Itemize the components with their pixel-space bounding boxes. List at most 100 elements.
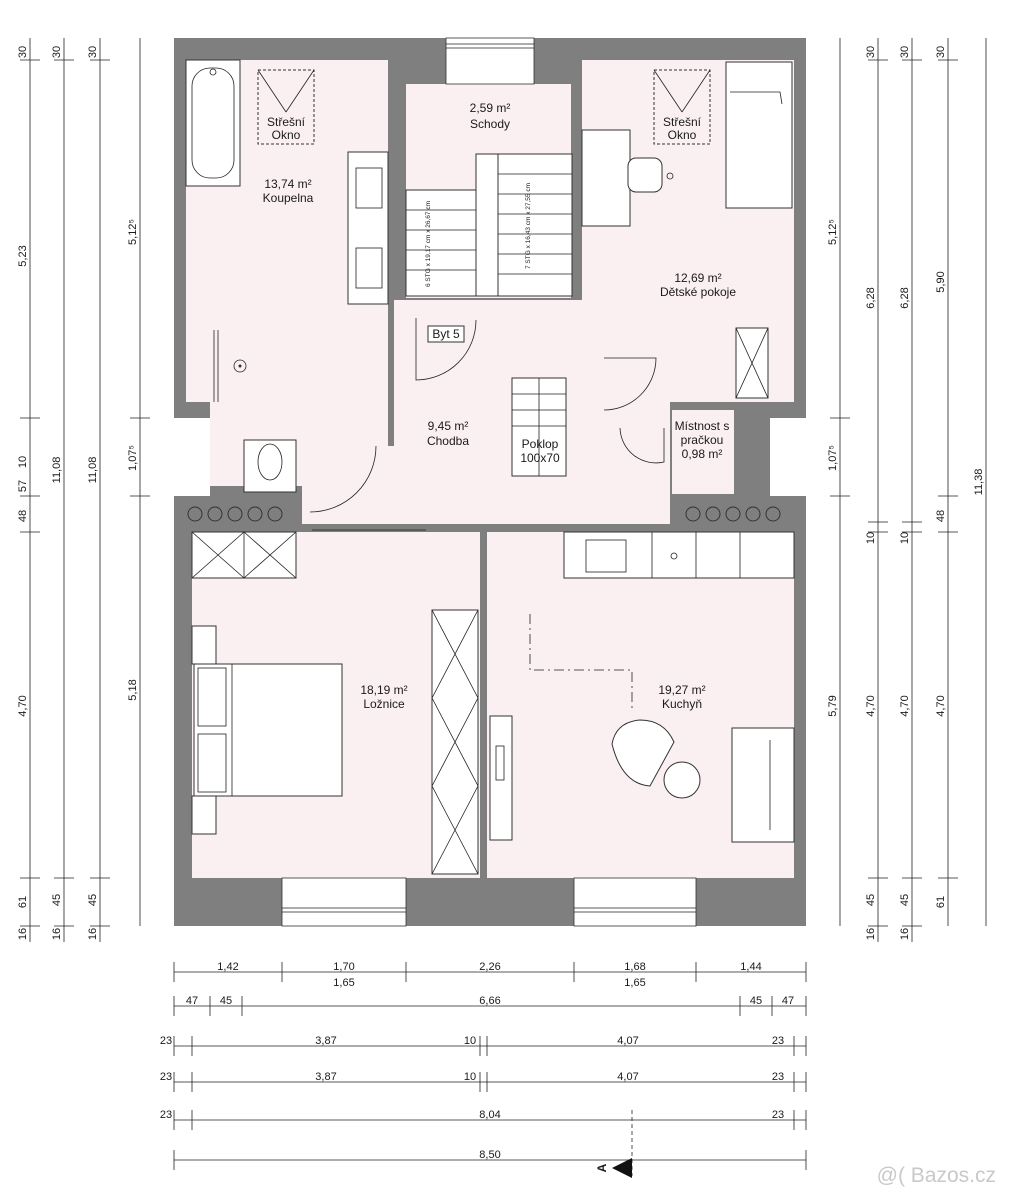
- db-r2-1: 45: [220, 995, 232, 1007]
- desk-chair: [627, 157, 663, 193]
- door-byt: [415, 318, 477, 381]
- dr-c2-1: 6,28: [865, 287, 877, 308]
- dl-c2-2: 45: [51, 894, 63, 906]
- name-detske: Dětské pokoje: [660, 285, 736, 299]
- db-r1-3: 1,68: [624, 961, 645, 973]
- area-schody: 2,59 m²: [470, 101, 511, 115]
- unit-label-box: [427, 325, 465, 343]
- dl-c3-1: 11,08: [87, 457, 99, 484]
- dr-c1-2: 5,79: [827, 695, 839, 716]
- kitchen-counter: [563, 531, 795, 579]
- floor-pracka: [672, 410, 734, 494]
- dl-c3-3: 16: [87, 928, 99, 940]
- armchair: [611, 719, 675, 787]
- dr-c2-3: 4,70: [865, 695, 877, 716]
- roof-window-2: [653, 69, 711, 145]
- dl-c1-5: 4,70: [17, 695, 29, 716]
- db-r2-2: 6,66: [479, 995, 500, 1007]
- dr-c1-1: 1,07⁵: [827, 445, 839, 471]
- double-bed: [193, 663, 343, 797]
- dr-c2-0: 30: [865, 46, 877, 58]
- toilet: [243, 439, 297, 493]
- dr-c3-3: 4,70: [899, 695, 911, 716]
- label-roof-window-2a: Střešní: [663, 115, 702, 129]
- name-schody: Schody: [470, 117, 510, 131]
- dr-c3-2: 10: [899, 532, 911, 544]
- bathtub: [185, 59, 241, 187]
- dr-c3-1: 6,28: [899, 287, 911, 308]
- fixtures: [185, 59, 795, 875]
- db-r3-4: 23: [772, 1035, 784, 1047]
- stair-label-1: 6 STG x 19,17 cm x 26,67 cm: [425, 201, 432, 287]
- dr-c3-0: 30: [899, 46, 911, 58]
- area-loznice: 18,19 m²: [360, 683, 407, 697]
- door-detske: [603, 357, 657, 411]
- dl-c1-2: 57: [17, 480, 29, 492]
- desk: [581, 129, 631, 227]
- dr-c2-2: 10: [865, 532, 877, 544]
- unit-label: Byt 5: [432, 327, 460, 341]
- dl-c4-0: 5,12⁵: [127, 219, 139, 245]
- db-r1-0: 1,42: [217, 961, 238, 973]
- db-r3-3: 4,07: [617, 1035, 638, 1047]
- dl-c3-2: 45: [87, 894, 99, 906]
- area-detske: 12,69 m²: [674, 271, 721, 285]
- dl-c1-6: 61: [17, 896, 29, 908]
- dl-c2-1: 11,08: [51, 457, 63, 484]
- dl-c1-7: 16: [17, 928, 29, 940]
- db-r4-2: 10: [464, 1071, 476, 1083]
- name-loznice: Ložnice: [363, 697, 405, 711]
- radiators: [187, 506, 781, 522]
- label-roof-window-1a: Střešní: [267, 115, 306, 129]
- db-r1-4: 1,44: [740, 961, 761, 973]
- dl-c1-4: 48: [17, 510, 29, 522]
- dims-left: 30 5,23 57 10 48 4,70 61 16 30 11,08 45 …: [17, 38, 150, 942]
- db-r2-0: 47: [186, 995, 198, 1007]
- staircase: [405, 153, 573, 297]
- dr-c4-0: 30: [935, 46, 947, 58]
- name-koupelna: Koupelna: [263, 191, 314, 205]
- db-r5-0: 23: [160, 1109, 172, 1121]
- section-arrow-icon: A: [595, 1158, 632, 1178]
- dl-c1-3: 10: [17, 456, 29, 468]
- db-r4-3: 4,07: [617, 1071, 638, 1083]
- dr-c5-0: 11,38: [973, 469, 985, 496]
- db-r6-0: 8,50: [479, 1149, 500, 1161]
- door-koupelna: [309, 445, 377, 513]
- db-r1-2: 2,26: [479, 961, 500, 973]
- hatch-label-a: Poklop: [522, 437, 559, 451]
- area-koupelna: 13,74 m²: [264, 177, 311, 191]
- area-kuchyn: 19,27 m²: [658, 683, 705, 697]
- db-r1b-1: 1,65: [624, 977, 645, 989]
- dr-c1-0: 5,12⁵: [827, 219, 839, 245]
- pracka-line1: Místnost s: [675, 419, 730, 433]
- db-r4-0: 23: [160, 1071, 172, 1083]
- area-pracka: 0,98 m²: [682, 447, 723, 461]
- child-bed: [725, 61, 793, 209]
- dl-c1-0: 30: [17, 46, 29, 58]
- stair-label-2: 7 STG x 16,43 cm x 27,55 cm: [525, 183, 532, 269]
- section-label: A: [595, 1163, 609, 1172]
- db-r4-1: 3,87: [315, 1071, 336, 1083]
- dl-c4-2: 5,18: [127, 679, 139, 700]
- label-roof-window-2b: Okno: [668, 128, 697, 142]
- dr-c2-4: 45: [865, 894, 877, 906]
- db-r2-3: 45: [750, 995, 762, 1007]
- dr-c2-5: 16: [865, 928, 877, 940]
- tv-unit: [489, 715, 513, 841]
- floor-chodba-left: [302, 446, 394, 524]
- db-r1-1: 1,70: [333, 961, 354, 973]
- dr-c4-1: 5,90: [935, 271, 947, 292]
- dl-c3-0: 30: [87, 46, 99, 58]
- db-r5-2: 23: [772, 1109, 784, 1121]
- sofa: [731, 727, 795, 843]
- round-table: [663, 761, 701, 799]
- area-chodba: 9,45 m²: [428, 419, 469, 433]
- name-kuchyn: Kuchyň: [662, 697, 702, 711]
- vanity: [347, 151, 389, 305]
- dr-c4-3: 4,70: [935, 695, 947, 716]
- dims-right: 5,12⁵ 1,07⁵ 5,79 30 6,28 10 4,70 45 16 3…: [827, 38, 987, 942]
- pracka-line2: pračkou: [681, 433, 724, 447]
- db-r5-1: 8,04: [479, 1109, 500, 1121]
